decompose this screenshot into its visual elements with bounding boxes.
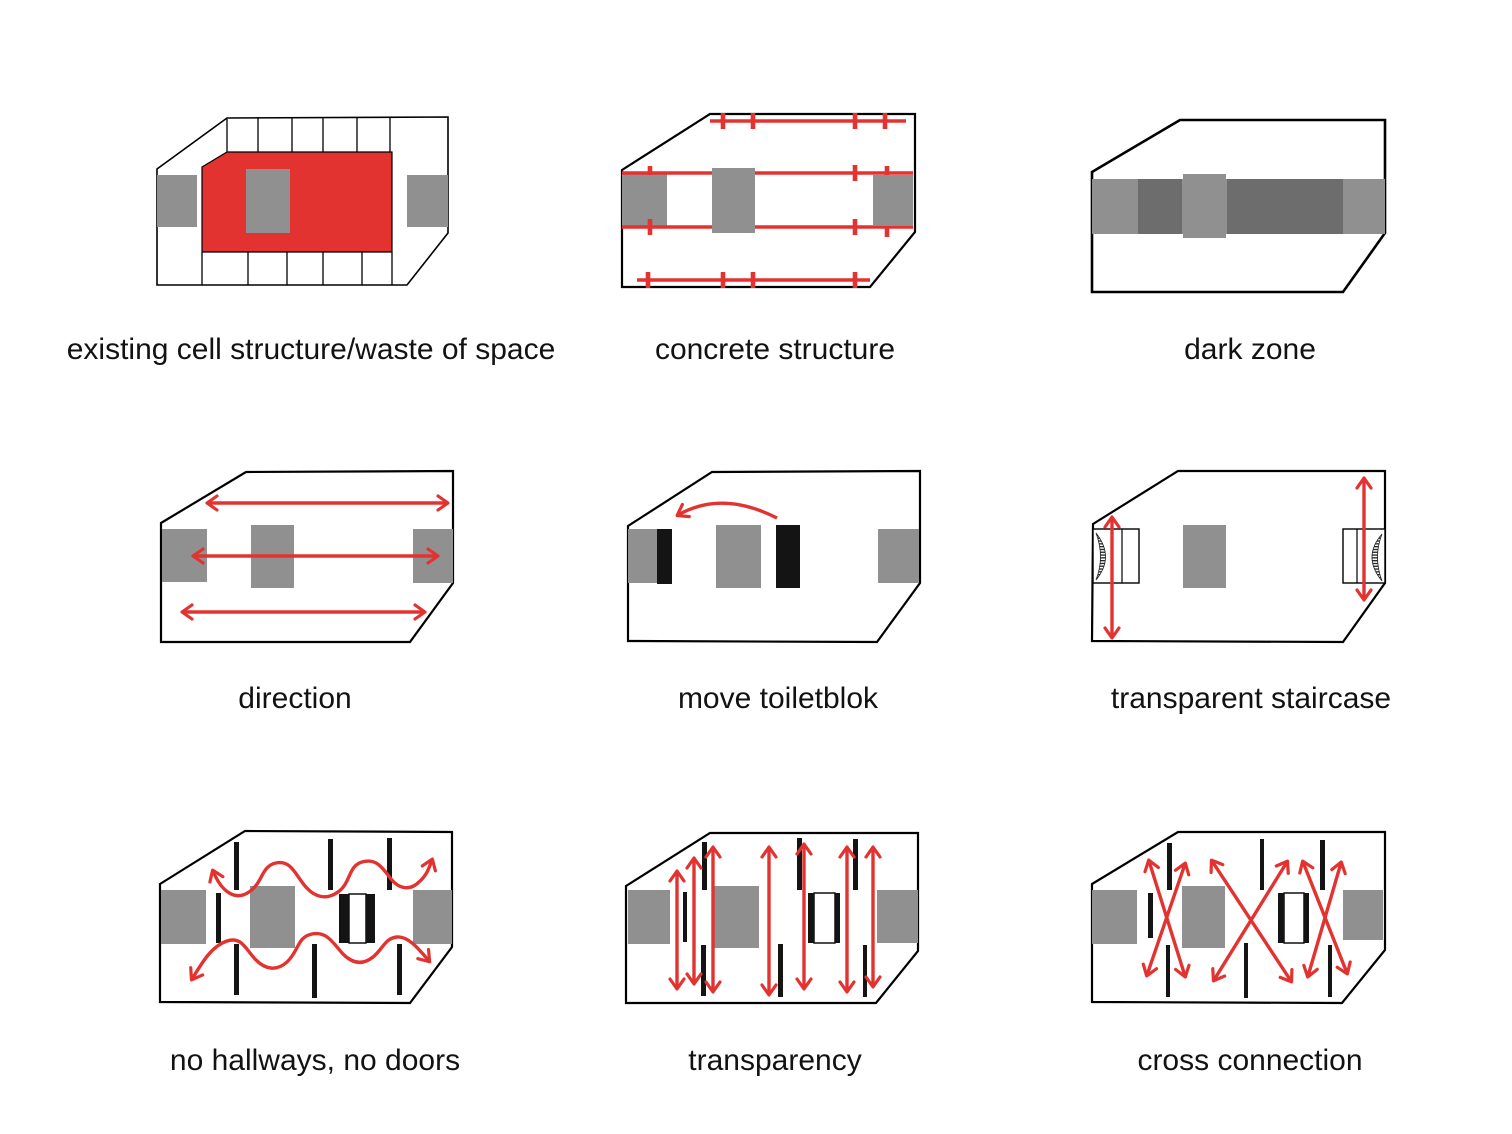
diagram-concrete-structure: [620, 112, 917, 289]
grey-block: [413, 890, 452, 944]
grey-block: [1092, 890, 1137, 944]
grey-block: [712, 168, 755, 233]
grey-block: [873, 175, 913, 225]
building-outline: [620, 112, 917, 289]
grey-block: [161, 890, 206, 944]
toiletblok-open: [1278, 892, 1309, 944]
dark-zone-band: [1092, 179, 1385, 234]
diagram-cross-connection: [1090, 830, 1387, 1005]
diagram-dark-zone: [1090, 118, 1387, 294]
staircase-arrows: [1103, 476, 1373, 640]
grey-block: [1183, 174, 1226, 238]
diagram-move-toiletblok: [626, 469, 922, 644]
grey-block: [1343, 890, 1383, 940]
caption-transparent-staircase: transparent staircase: [1110, 682, 1392, 715]
transparency-arrows: [668, 842, 882, 997]
caption-cross-connection: cross connection: [1137, 1044, 1363, 1077]
grey-block: [714, 886, 759, 948]
direction-arrows: [180, 494, 450, 621]
grey-block: [1183, 525, 1226, 588]
toilet-bar: [657, 529, 672, 584]
concrete-grid-lines: [622, 113, 913, 288]
cell-grid-lines: [201, 117, 393, 285]
toiletblok-open: [339, 893, 375, 944]
toiletblok-black: [776, 525, 800, 588]
grey-block: [250, 886, 295, 948]
grey-block: [246, 169, 290, 233]
grey-block: [622, 173, 667, 227]
grey-block: [157, 175, 197, 227]
caption-direction: direction: [238, 682, 352, 715]
waste-of-space-red-zone: [201, 151, 393, 253]
diagram-transparency: [624, 831, 920, 1005]
grey-block: [628, 890, 670, 944]
diagram-existing-cell-structure: [156, 116, 449, 286]
caption-existing-cell-structure: existing cell structure/waste of space: [66, 333, 556, 366]
grey-block: [1182, 886, 1225, 948]
grey-block: [716, 525, 761, 588]
caption-dark-zone: dark zone: [1184, 333, 1316, 366]
grey-block: [878, 529, 919, 583]
flow-arrows: [189, 857, 437, 982]
caption-concrete-structure: concrete structure: [654, 333, 896, 366]
diagram-no-hallways-no-doors: [158, 829, 454, 1005]
cross-connection-arrows: [1141, 858, 1352, 984]
move-arrow: [675, 501, 778, 520]
caption-no-hallways-no-doors: no hallways, no doors: [169, 1044, 461, 1077]
staircase-left: [1092, 528, 1140, 584]
diagram-direction: [159, 469, 455, 644]
caption-move-toiletblok: move toiletblok: [677, 682, 879, 715]
grey-block: [877, 890, 918, 943]
toiletblok-open: [808, 892, 840, 944]
building-outline: [626, 469, 922, 644]
grey-block: [407, 175, 448, 227]
grey-block: [628, 529, 657, 583]
caption-transparency: transparency: [688, 1044, 862, 1077]
diagram-transparent-staircase: [1090, 469, 1387, 644]
